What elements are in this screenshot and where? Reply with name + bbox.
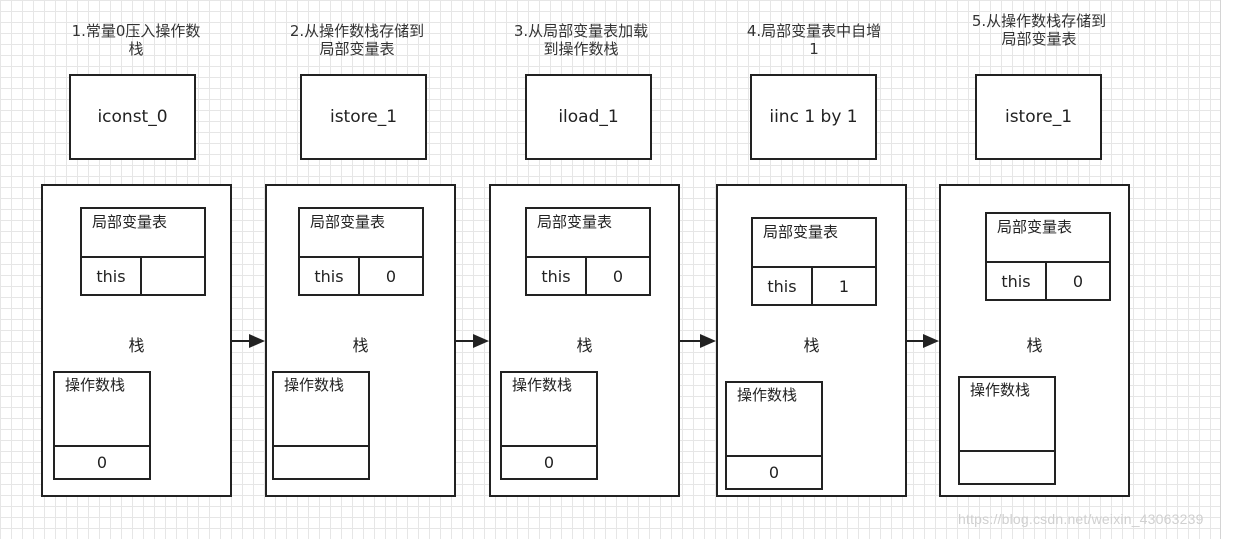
local-slot-0: this — [527, 258, 587, 294]
caption-line: 2.从操作数栈存储到 — [289, 22, 425, 40]
instruction-box: iinc 1 by 1 — [750, 74, 877, 160]
local-variable-table-title: 局部变量表 — [997, 218, 1073, 236]
instruction-label: iload_1 — [558, 107, 619, 127]
step-caption: 4.局部变量表中自增 1 — [719, 22, 909, 58]
operand-stack-title: 操作数栈 — [737, 386, 798, 404]
step-caption: 3.从局部变量表加载 到操作数栈 — [486, 22, 676, 58]
caption-line: 局部变量表 — [319, 40, 395, 58]
step-2: 2.从操作数栈存储到 局部变量表 istore_1 局部变量表 this 0 栈… — [262, 0, 462, 539]
stack-label: 栈 — [576, 336, 593, 355]
caption-line: 局部变量表 — [1001, 30, 1077, 48]
instruction-label: iinc 1 by 1 — [769, 107, 858, 127]
local-variable-table-title: 局部变量表 — [763, 223, 839, 241]
stack-frame: 局部变量表 this 1 栈 操作数栈 0 — [716, 184, 907, 497]
caption-line: 到操作数栈 — [543, 40, 619, 58]
stack-label: 栈 — [1026, 336, 1043, 355]
local-slot-1 — [142, 258, 204, 294]
step-3: 3.从局部变量表加载 到操作数栈 iload_1 局部变量表 this 0 栈 … — [486, 0, 686, 539]
local-variable-table-title: 局部变量表 — [92, 213, 168, 231]
local-variable-row: this — [82, 256, 204, 294]
step-1: 1.常量0压入操作数 栈 iconst_0 局部变量表 this 栈 操作数栈 … — [36, 0, 236, 539]
stack-label: 栈 — [128, 336, 145, 355]
arrow-head-icon — [700, 334, 716, 348]
local-slot-0: this — [753, 268, 813, 304]
watermark: https://blog.csdn.net/weixin_43063239 — [958, 511, 1204, 527]
step-caption: 2.从操作数栈存储到 局部变量表 — [262, 22, 452, 58]
operand-stack-title: 操作数栈 — [284, 376, 345, 394]
step-4: 4.局部变量表中自增 1 iinc 1 by 1 局部变量表 this 1 栈 … — [712, 0, 912, 539]
operand-stack-slot: 0 — [502, 445, 596, 478]
caption-line: 3.从局部变量表加载 — [513, 22, 649, 40]
operand-stack-title: 操作数栈 — [65, 376, 126, 394]
step-5: 5.从操作数栈存储到 局部变量表 istore_1 局部变量表 this 0 栈… — [936, 0, 1136, 539]
local-variable-table: 局部变量表 this 0 — [985, 212, 1111, 301]
arrow-connector — [232, 334, 265, 348]
arrow-head-icon — [923, 334, 939, 348]
arrow-connector — [680, 334, 716, 348]
local-slot-1: 1 — [838, 276, 850, 296]
local-variable-row: this 0 — [300, 256, 422, 294]
operand-stack: 操作数栈 — [958, 376, 1056, 485]
local-slot-1: 0 — [612, 266, 624, 286]
operand-stack-slot: 0 — [55, 445, 149, 478]
stack-label: 栈 — [352, 336, 369, 355]
operand-stack: 操作数栈 0 — [500, 371, 598, 480]
caption-line: 栈 — [128, 40, 144, 58]
arrow-head-icon — [473, 334, 489, 348]
local-variable-table-title: 局部变量表 — [310, 213, 386, 231]
caption-line: 5.从操作数栈存储到 — [971, 12, 1107, 30]
operand-stack-slot: 0 — [727, 455, 821, 488]
local-variable-table-title: 局部变量表 — [537, 213, 613, 231]
caption-line: 4.局部变量表中自增 — [746, 22, 882, 40]
instruction-box: istore_1 — [300, 74, 427, 160]
operand-stack: 操作数栈 0 — [725, 381, 823, 490]
instruction-label: iconst_0 — [97, 107, 168, 127]
local-variable-row: this 0 — [527, 256, 649, 294]
stack-frame: 局部变量表 this 0 栈 操作数栈 0 — [489, 184, 680, 497]
operand-stack-slot — [960, 450, 1054, 483]
local-slot-0: this — [300, 258, 360, 294]
local-variable-row: this 1 — [753, 266, 875, 304]
step-caption: 5.从操作数栈存储到 局部变量表 — [944, 12, 1134, 48]
instruction-box: iload_1 — [525, 74, 652, 160]
canvas-right-gutter — [1220, 0, 1243, 539]
stack-label: 栈 — [803, 336, 820, 355]
operand-stack: 操作数栈 0 — [53, 371, 151, 480]
local-slot-0: this — [987, 263, 1047, 299]
instruction-label: istore_1 — [1004, 107, 1073, 127]
caption-line: 1.常量0压入操作数 — [71, 22, 201, 40]
caption-line: 1 — [809, 40, 819, 58]
operand-stack-title: 操作数栈 — [970, 381, 1031, 399]
stack-frame: 局部变量表 this 0 栈 操作数栈 — [265, 184, 456, 497]
local-slot-0: this — [82, 258, 142, 294]
local-variable-table: 局部变量表 this 1 — [751, 217, 877, 306]
arrow-connector — [456, 334, 489, 348]
instruction-box: iconst_0 — [69, 74, 196, 160]
local-slot-1: 0 — [385, 266, 397, 286]
local-variable-table: 局部变量表 this 0 — [298, 207, 424, 296]
local-variable-table: 局部变量表 this — [80, 207, 206, 296]
instruction-box: istore_1 — [975, 74, 1102, 160]
local-variable-row: this 0 — [987, 261, 1109, 299]
local-slot-1: 0 — [1072, 271, 1084, 291]
operand-stack: 操作数栈 — [272, 371, 370, 480]
arrow-head-icon — [249, 334, 265, 348]
operand-stack-title: 操作数栈 — [512, 376, 573, 394]
arrow-connector — [906, 334, 939, 348]
step-caption: 1.常量0压入操作数 栈 — [41, 22, 231, 58]
local-variable-table: 局部变量表 this 0 — [525, 207, 651, 296]
operand-stack-slot — [274, 445, 368, 478]
instruction-label: istore_1 — [329, 107, 398, 127]
stack-frame: 局部变量表 this 0 栈 操作数栈 — [939, 184, 1130, 497]
stack-frame: 局部变量表 this 栈 操作数栈 0 — [41, 184, 232, 497]
